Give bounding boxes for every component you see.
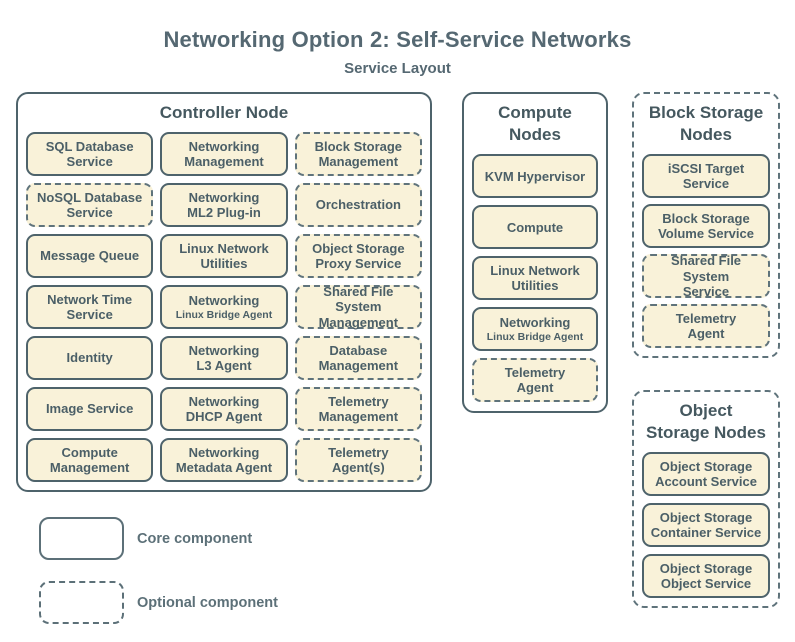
service-label: Database Management bbox=[318, 342, 399, 374]
service-box-object-storage-object-service: Object Storage Object Service bbox=[642, 554, 770, 599]
service-label: iSCSI Target Service bbox=[667, 160, 745, 192]
service-label: Telemetry Management bbox=[318, 393, 399, 425]
core-component-swatch bbox=[39, 517, 124, 560]
service-label: Message Queue bbox=[40, 248, 140, 264]
service-box-object-storage-account-service: Object Storage Account Service bbox=[642, 452, 770, 497]
service-box-database-management: Database Management bbox=[294, 336, 422, 381]
service-label: Networking bbox=[188, 293, 260, 309]
legend-core-label: Core component bbox=[137, 530, 253, 547]
service-label: Networking DHCP Agent bbox=[185, 393, 263, 425]
compute-title: Compute Nodes bbox=[498, 103, 572, 145]
service-label: Linux Network Utilities bbox=[490, 262, 580, 294]
service-box-compute-management: Compute Management bbox=[26, 438, 154, 483]
service-sublabel: Linux Bridge Agent bbox=[175, 308, 273, 321]
service-label: Telemetry Agent(s) bbox=[328, 444, 389, 476]
service-box-shared-file-system-service: Shared File System Service bbox=[642, 253, 770, 299]
service-box-message-queue: Message Queue bbox=[26, 234, 154, 279]
service-label: Telemetry Agent bbox=[675, 310, 737, 342]
service-box-linux-network-utilities: Linux Network Utilities bbox=[472, 256, 598, 301]
controller-grid: SQL Database Service Networking Managemen… bbox=[26, 132, 422, 483]
service-label: Networking Metadata Agent bbox=[175, 444, 273, 476]
service-box-iscsi-target-service: iSCSI Target Service bbox=[642, 154, 770, 199]
service-box-telemetry-agent: Telemetry Agent bbox=[472, 358, 598, 403]
service-box-networking-l3-agent: Networking L3 Agent bbox=[160, 336, 288, 381]
service-box-linux-network-utilities: Linux Network Utilities bbox=[160, 234, 288, 279]
service-label: Network Time Service bbox=[47, 291, 133, 323]
service-label: Shared File System Management bbox=[318, 284, 399, 330]
service-label: Networking Management bbox=[184, 138, 264, 170]
legend-core-row: Core component bbox=[39, 517, 252, 560]
legend-optional-label: Optional component bbox=[137, 594, 278, 611]
service-box-image-service: Image Service bbox=[26, 387, 154, 432]
service-label: Orchestration bbox=[315, 197, 401, 213]
service-box-shared-file-system-management: Shared File System Management bbox=[294, 284, 422, 330]
service-label: Block Storage Management bbox=[314, 138, 403, 170]
service-label: Telemetry Agent bbox=[504, 364, 566, 396]
service-label: Object Storage Account Service bbox=[655, 458, 757, 490]
service-box-block-storage-volume-service: Block Storage Volume Service bbox=[642, 204, 770, 249]
service-label: Networking ML2 Plug-in bbox=[187, 189, 261, 221]
service-label: Networking bbox=[499, 315, 571, 331]
service-box-networking-management: Networking Management bbox=[160, 132, 288, 177]
service-label: Object Storage Container Service bbox=[650, 509, 762, 541]
service-label: Compute Management bbox=[49, 444, 130, 476]
service-box-networking-dhcp-agent: Networking DHCP Agent bbox=[160, 387, 288, 432]
service-label: Linux Network Utilities bbox=[179, 240, 269, 272]
object-storage-title: Object Storage Nodes bbox=[646, 401, 766, 443]
service-box-network-time-service: Network Time Service bbox=[26, 285, 154, 330]
service-box-telemetry-agent-s: Telemetry Agent(s) bbox=[294, 438, 422, 483]
service-box-block-storage-management: Block Storage Management bbox=[294, 132, 422, 177]
service-box-identity: Identity bbox=[26, 336, 154, 381]
service-box-networking-ml2-plug-in: Networking ML2 Plug-in bbox=[160, 183, 288, 228]
service-box-telemetry-management: Telemetry Management bbox=[294, 387, 422, 432]
service-box-telemetry-agent: Telemetry Agent bbox=[642, 304, 770, 349]
service-sublabel: Linux Bridge Agent bbox=[486, 330, 584, 343]
service-label: Block Storage Volume Service bbox=[658, 210, 754, 242]
service-box-object-storage-container-service: Object Storage Container Service bbox=[642, 503, 770, 548]
legend-optional-row: Optional component bbox=[39, 581, 278, 624]
block-storage-title: Block Storage Nodes bbox=[648, 103, 764, 145]
optional-component-swatch bbox=[39, 581, 124, 624]
service-label: NoSQL Database Service bbox=[37, 189, 143, 221]
service-box-networking-metadata-agent: Networking Metadata Agent bbox=[160, 438, 288, 483]
service-box-kvm-hypervisor: KVM Hypervisor bbox=[472, 154, 598, 199]
service-box-compute: Compute bbox=[472, 205, 598, 250]
service-label: Image Service bbox=[45, 401, 134, 417]
service-label: KVM Hypervisor bbox=[484, 168, 586, 184]
controller-title: Controller Node bbox=[159, 103, 289, 122]
service-label: Object Storage Proxy Service bbox=[312, 240, 405, 272]
service-box-nosql-database-service: NoSQL Database Service bbox=[26, 183, 154, 228]
service-label: Networking L3 Agent bbox=[188, 342, 260, 374]
service-label: Object Storage Object Service bbox=[659, 560, 753, 592]
service-label: Identity bbox=[66, 350, 113, 366]
service-label: Shared File System Service bbox=[670, 253, 742, 299]
service-box-sql-database-service: SQL Database Service bbox=[26, 132, 154, 177]
service-label: SQL Database Service bbox=[45, 138, 134, 170]
service-box-orchestration: Orchestration bbox=[294, 183, 422, 228]
page-title: Networking Option 2: Self-Service Networ… bbox=[163, 27, 632, 52]
service-label: Compute bbox=[506, 219, 564, 235]
page-subtitle: Service Layout bbox=[344, 60, 451, 77]
service-box-object-storage-proxy-service: Object Storage Proxy Service bbox=[294, 234, 422, 279]
